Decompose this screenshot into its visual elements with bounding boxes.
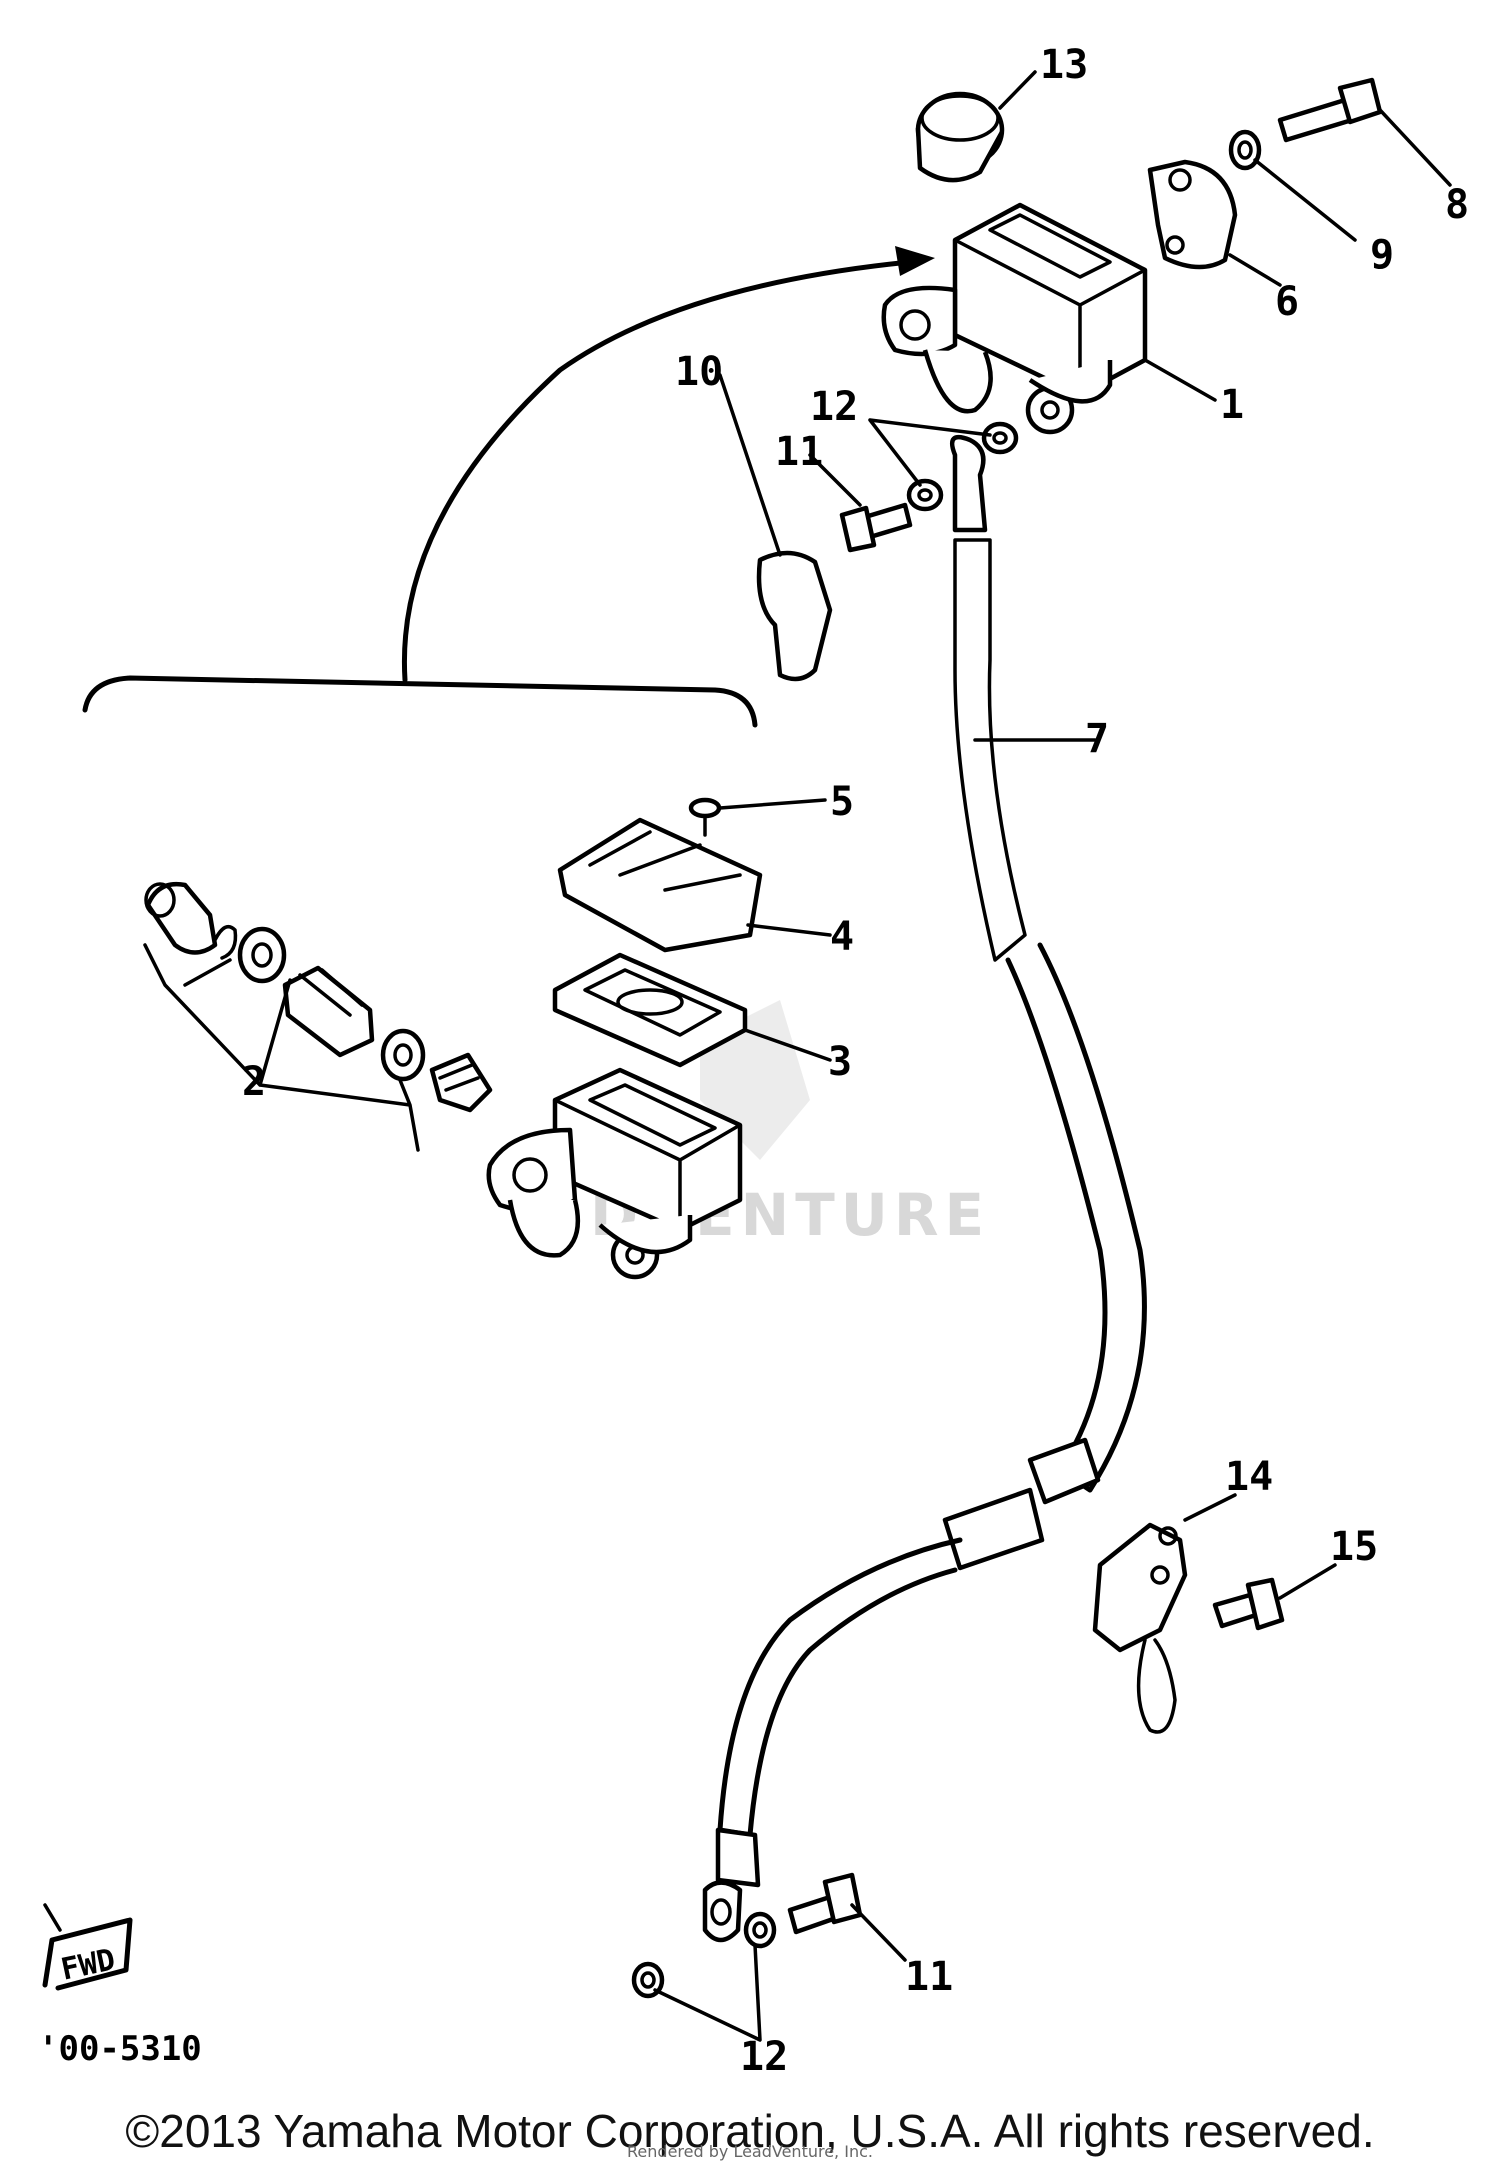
callout-3: 3 [828, 1039, 852, 1085]
fwd-arrow-icon: FWD [42, 1903, 133, 1991]
callout-9: 9 [1370, 232, 1394, 278]
part-11-bolt-bottom [787, 1872, 907, 1962]
callout-4: 4 [830, 914, 854, 960]
part-12-washers-top [868, 418, 1019, 512]
part-5-screw [688, 797, 827, 837]
part-1-master-cylinder [881, 202, 1217, 435]
part-12-washers-bottom [631, 1911, 777, 2042]
part-6-holder [1147, 159, 1282, 287]
part-11-bolt-top [808, 453, 913, 553]
fwd-label: FWD [58, 1942, 118, 1988]
callout-12-top: 12 [810, 384, 858, 430]
callout-11-bottom: 11 [905, 1954, 953, 2000]
part-10-boot [718, 373, 833, 682]
part-3-diaphragm [552, 952, 832, 1068]
callout-14: 14 [1225, 1454, 1273, 1500]
copyright-notice: ©2013 Yamaha Motor Corporation, U.S.A. A… [125, 2105, 1375, 2157]
part-15-screw [1212, 1563, 1337, 1631]
callout-12-bottom: 12 [740, 2034, 788, 2080]
rendered-by-credit: Rendered by LeadVenture, Inc. [627, 2142, 873, 2161]
part-4-cover [557, 817, 832, 953]
callout-10: 10 [675, 349, 723, 395]
part-2-piston-kit [143, 881, 493, 1152]
part-13-cap [915, 70, 1037, 183]
callout-6: 6 [1275, 279, 1299, 325]
part-8-bolt [1277, 77, 1452, 187]
master-cylinder-body [486, 1067, 743, 1280]
part-7-hose [702, 434, 1147, 1943]
callout-8: 8 [1445, 182, 1469, 228]
exploded-view-bracket [82, 246, 935, 728]
callout-1: 1 [1220, 382, 1244, 428]
drawing-code: '00-5310 [38, 2029, 202, 2069]
callout-13: 13 [1040, 42, 1088, 88]
callout-7: 7 [1085, 716, 1109, 762]
callout-15: 15 [1330, 1524, 1378, 1570]
callout-5: 5 [830, 779, 854, 825]
callout-11-top: 11 [775, 429, 823, 475]
part-14-clamp [1092, 1493, 1237, 1734]
callout-2: 2 [242, 1059, 266, 1105]
part-9-washer [1228, 129, 1357, 242]
